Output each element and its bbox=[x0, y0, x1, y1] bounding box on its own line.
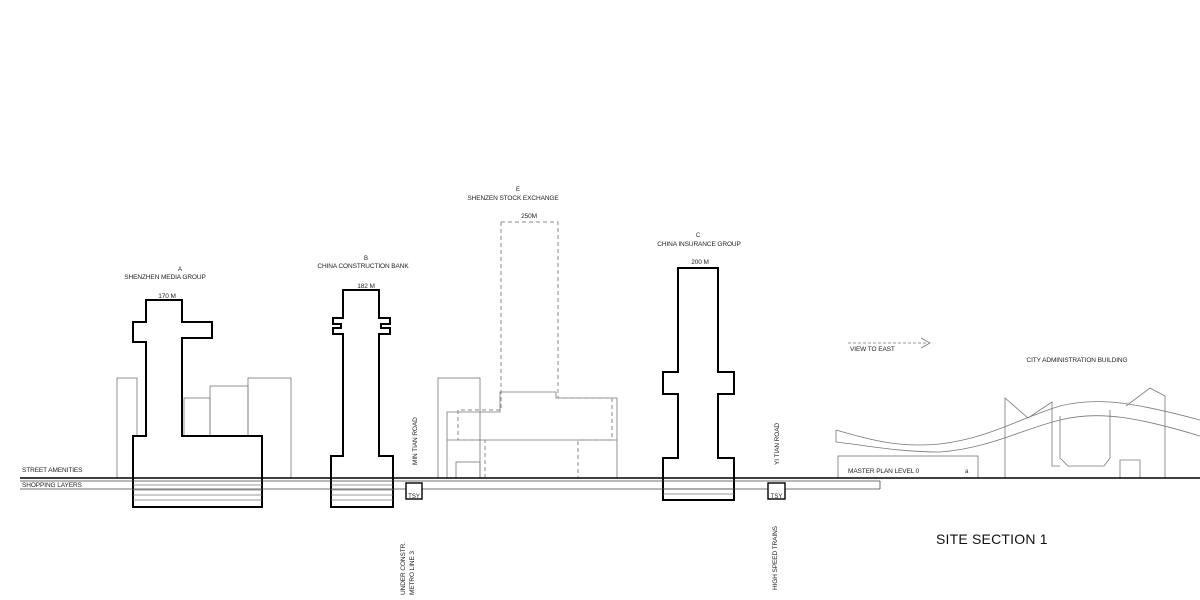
master-plan-label: MASTER PLAN LEVEL 0 bbox=[848, 468, 920, 475]
context-buildings-e bbox=[437, 377, 618, 479]
section-title: SITE SECTION 1 bbox=[936, 531, 1048, 547]
tower-b-construction-bank: B CHINA CONSTRUCTION BANK 182 M bbox=[317, 256, 409, 508]
tower-e-height: 250M bbox=[521, 213, 537, 220]
street-amenities-label: STREET AMENITIES bbox=[22, 467, 83, 474]
svg-text:TSY: TSY bbox=[771, 494, 783, 500]
metro-line-label-1: UNDER CONSTR. bbox=[400, 542, 407, 595]
tower-c-letter: C bbox=[696, 233, 701, 239]
view-to-east-label: VIEW TO EAST bbox=[850, 346, 895, 353]
svg-text:a: a bbox=[965, 469, 969, 475]
tower-a-name: SHENZHEN MEDIA GROUP bbox=[124, 274, 205, 281]
hsr-label: HIGH SPEED TRAINS bbox=[772, 525, 779, 590]
city-admin-label: CITY ADMINISTRATION BUILDING bbox=[1027, 357, 1128, 364]
tower-b-letter: B bbox=[364, 256, 368, 262]
metro-line-label: UNDER CONSTR. bbox=[400, 542, 407, 595]
metro-tunnel: TSY bbox=[405, 482, 423, 500]
hsr-tunnel: TSY bbox=[767, 482, 786, 500]
tower-b-name: CHINA CONSTRUCTION BANK bbox=[317, 263, 409, 270]
shopping-layers-label: SHOPPING LAYERS bbox=[22, 482, 83, 489]
tower-e-letter: E bbox=[516, 187, 520, 193]
city-administration-building: MASTER PLAN LEVEL 0 a CITY ADMINISTRATIO… bbox=[835, 357, 1200, 479]
tower-e-name: SHENZEN STOCK EXCHANGE bbox=[467, 195, 559, 202]
tower-c-name: CHINA INSURANCE GROUP bbox=[657, 241, 741, 248]
tower-c-height: 200 M bbox=[691, 259, 709, 266]
svg-text:TSY: TSY bbox=[408, 494, 420, 500]
tower-c-insurance-group: C CHINA INSURANCE GROUP 200 M bbox=[657, 233, 741, 501]
tower-a-letter: A bbox=[178, 267, 182, 273]
min-tian-road-label: MIN TIAN ROAD bbox=[412, 417, 419, 465]
tower-b-height: 182 M bbox=[357, 283, 375, 290]
view-to-east-arrow: VIEW TO EAST bbox=[848, 337, 931, 353]
tower-e-stock-exchange: E SHENZEN STOCK EXCHANGE 250M bbox=[457, 187, 613, 478]
ground-lines: STREET AMENITIES SHOPPING LAYERS bbox=[20, 467, 1200, 490]
metro-line-label-2: METRO LINE 3 bbox=[409, 551, 416, 595]
yi-tian-road-label: YI TIAN ROAD bbox=[774, 423, 781, 465]
tower-a-height: 170 M bbox=[158, 293, 176, 300]
tower-a-media-group: A SHENZHEN MEDIA GROUP 170 M bbox=[124, 267, 263, 508]
